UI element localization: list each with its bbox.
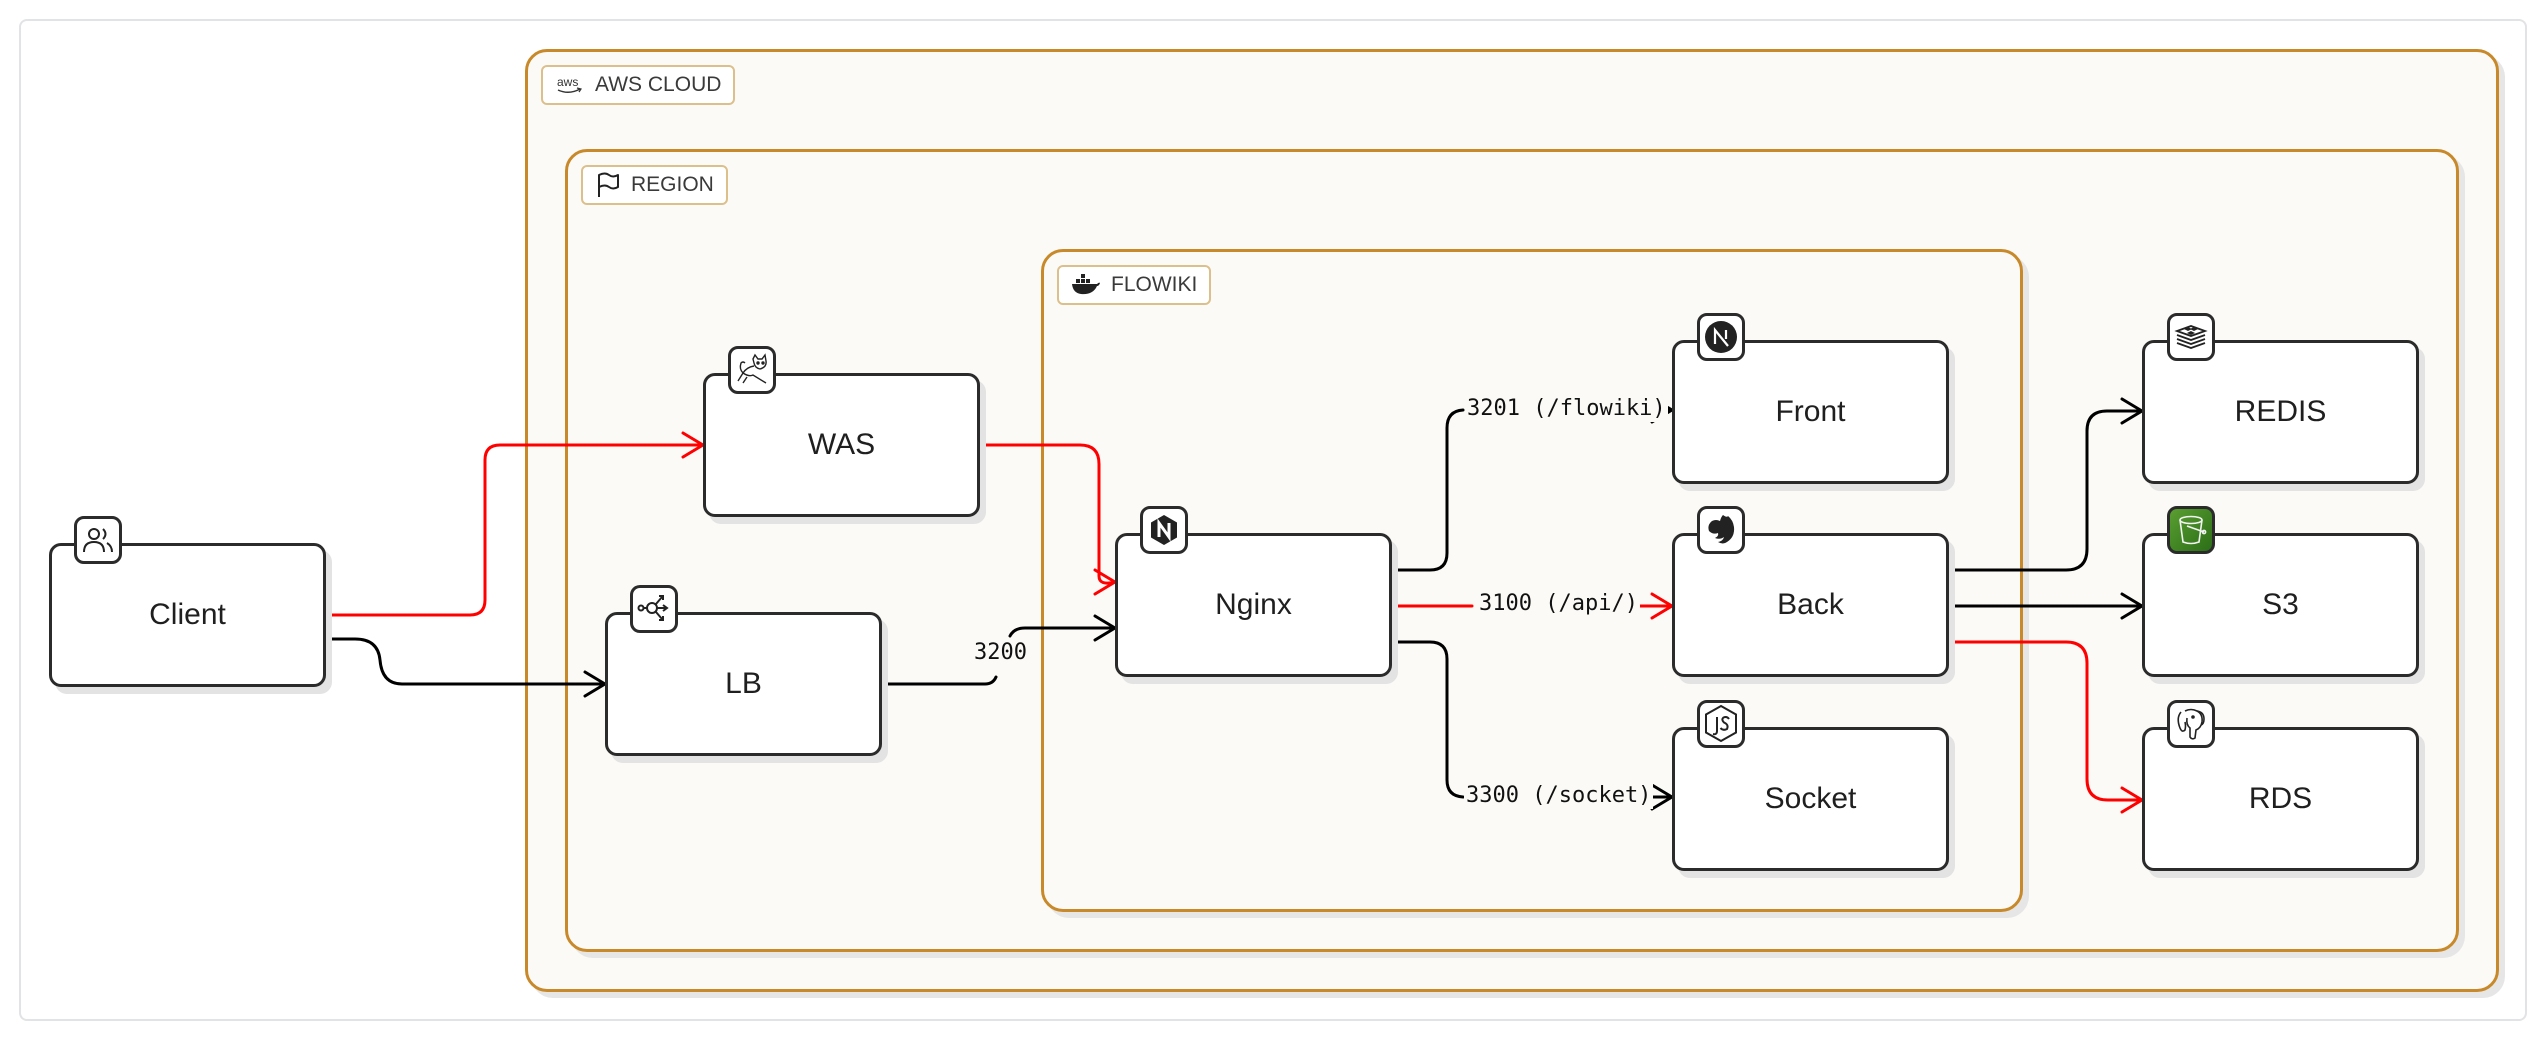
nodejs-icon xyxy=(1697,700,1745,748)
node-front[interactable]: Front xyxy=(1672,313,1949,484)
node-back[interactable]: Back xyxy=(1672,506,1949,677)
docker-icon xyxy=(1071,274,1101,296)
node-was[interactable]: WAS xyxy=(703,346,980,517)
edge-label-lb-nginx: 3200 xyxy=(972,640,1029,666)
node-label: S3 xyxy=(2262,588,2299,621)
node-label: WAS xyxy=(807,428,876,461)
node-label: Front xyxy=(1775,395,1846,428)
edge-label-nginx-front: 3201 (/flowiki) xyxy=(1465,396,1668,422)
edge-label-nginx-back: 3100 (/api/) xyxy=(1477,591,1640,617)
nextjs-icon xyxy=(1697,313,1745,361)
node-label: Back xyxy=(1777,588,1844,621)
tomcat-icon xyxy=(728,346,776,394)
users-icon xyxy=(74,516,122,564)
nestjs-icon xyxy=(1697,506,1745,554)
node-label: LB xyxy=(725,667,762,700)
node-label: Client xyxy=(149,598,226,631)
group-title: AWS CLOUD xyxy=(595,73,722,96)
node-label: RDS xyxy=(2248,782,2313,815)
node-rds[interactable]: RDS xyxy=(2142,700,2419,871)
node-label: Socket xyxy=(1764,782,1857,815)
redis-icon xyxy=(2167,313,2215,361)
node-lb[interactable]: LB xyxy=(605,585,882,756)
svg-text:aws: aws xyxy=(557,75,578,89)
node-label: REDIS xyxy=(2234,395,2327,428)
group-label-region: REGION xyxy=(581,165,728,205)
postgresql-icon xyxy=(2167,700,2215,748)
node-nginx[interactable]: Nginx xyxy=(1115,506,1392,677)
aws-logo-icon: aws xyxy=(555,73,585,97)
load-balancer-icon xyxy=(630,585,678,633)
node-socket[interactable]: Socket xyxy=(1672,700,1949,871)
node-s3[interactable]: S3 xyxy=(2142,506,2419,677)
group-label-aws-cloud: aws AWS CLOUD xyxy=(541,65,736,105)
group-title: REGION xyxy=(631,173,714,196)
node-redis[interactable]: REDIS xyxy=(2142,313,2419,484)
group-label-flowiki: FLOWIKI xyxy=(1057,265,1212,305)
flag-icon xyxy=(595,171,621,199)
edge-label-nginx-socket: 3300 (/socket) xyxy=(1464,783,1654,809)
group-title: FLOWIKI xyxy=(1111,273,1198,296)
node-client[interactable]: Client xyxy=(49,516,326,687)
node-label: Nginx xyxy=(1215,588,1292,621)
s3-bucket-icon xyxy=(2167,506,2215,554)
nginx-icon xyxy=(1140,506,1188,554)
